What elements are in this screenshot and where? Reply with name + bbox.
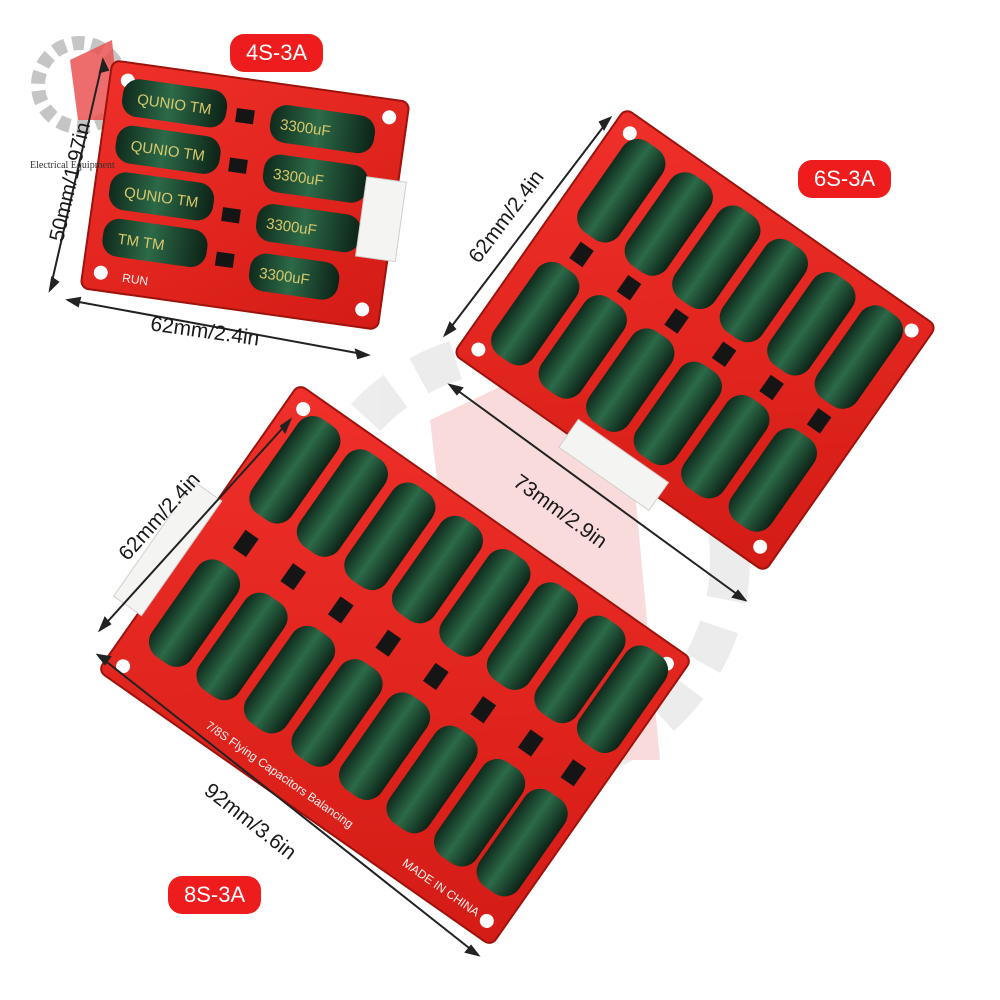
badge-6s: 6S-3A (798, 160, 892, 198)
svg-text:TM TM: TM TM (116, 231, 165, 254)
svg-text:3300uF: 3300uF (258, 265, 311, 289)
badge-8s: 8S-3A (168, 876, 262, 914)
board-4s: QUNIO TM QUNIO TM QUNIO TM TM TM 3300uF … (80, 60, 410, 330)
svg-text:3300uF: 3300uF (265, 215, 318, 239)
board-6s (455, 110, 935, 570)
svg-text:3300uF: 3300uF (279, 116, 332, 140)
board-8s: 7/8S Flying Capacitors Balancing MADE IN… (100, 386, 690, 944)
svg-text:3300uF: 3300uF (272, 166, 325, 190)
dimension-arrows (48, 57, 748, 957)
svg-text:RUN: RUN (121, 271, 149, 288)
watermark-logo-text: Electrical Equipment (30, 160, 115, 171)
badge-4s: 4S-3A (230, 34, 324, 72)
